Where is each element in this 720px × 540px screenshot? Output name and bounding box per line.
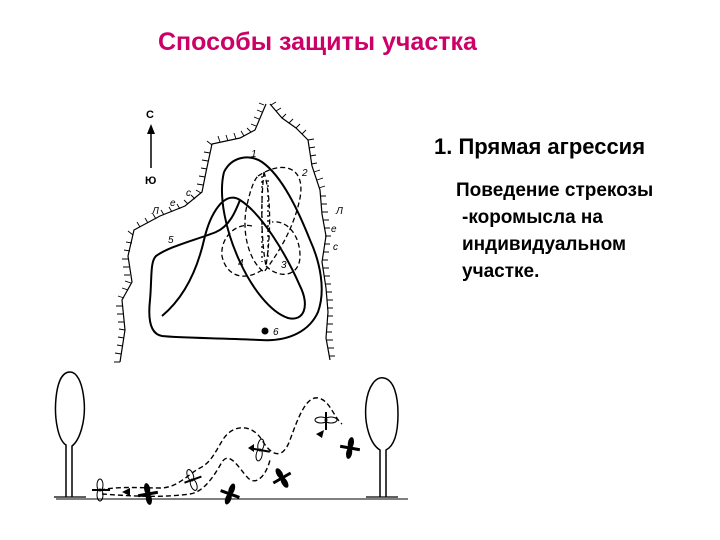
left-shoreline-hatching (114, 102, 265, 363)
shore-label: Л (151, 206, 159, 217)
description-line: индивидуальном (462, 234, 627, 255)
point-label: 2 (301, 168, 308, 179)
perch-point-icon (261, 327, 269, 335)
territory-map: С Ю Л е с Л е с (114, 101, 343, 363)
flight-loop-dashed (265, 221, 301, 275)
dragonfly-icon (92, 478, 110, 502)
description-line: -коромысла на (462, 207, 603, 228)
flight-trajectory-dashed (99, 397, 343, 491)
shore-label: е (331, 224, 337, 235)
dragonfly-icon (314, 412, 338, 430)
right-shoreline (269, 103, 331, 361)
dragonfly-dark-icon (220, 483, 240, 505)
flight-side-view (54, 371, 408, 505)
dragonfly-dark-icon (272, 468, 292, 488)
trajectory-arrow-icon (316, 430, 324, 438)
slide-title: Способы защиты участка (158, 28, 477, 56)
flight-loop-dashed (221, 224, 263, 277)
left-shoreline (119, 103, 267, 363)
compass: С Ю (145, 109, 156, 187)
dragonfly-dark-icon (339, 437, 361, 459)
right-shoreline-hatching (270, 101, 335, 357)
point-label: 5 (168, 235, 174, 246)
dragonfly-dark-icon (137, 483, 159, 505)
flight-loop-dashed (244, 166, 302, 273)
tree-right-icon (364, 377, 399, 498)
compass-south-label: Ю (145, 175, 156, 187)
shore-label: с (333, 242, 338, 253)
compass-arrow-icon (147, 124, 155, 134)
trajectory-arrow-icon (122, 488, 130, 496)
point-label: 1 (251, 149, 257, 160)
shore-label: Л (335, 206, 343, 217)
tree-left-icon (54, 371, 86, 498)
flight-loop-dashed (261, 171, 271, 267)
territory-boundary-path (148, 156, 323, 342)
description-text: Поведение стрекозы -коромысла на индивид… (456, 177, 714, 285)
point-label: 4 (238, 258, 244, 269)
dragonfly-icon (251, 438, 271, 462)
compass-north-label: С (146, 109, 154, 121)
section-heading: 1. Прямая агрессия (434, 134, 646, 159)
description-line: участке. (462, 261, 540, 282)
flight-trajectory-dashed (101, 457, 271, 498)
shore-label: е (170, 198, 176, 209)
dragonfly-icon (184, 469, 202, 491)
point-label: 6 (273, 327, 279, 338)
flight-loop-dashed (261, 176, 269, 262)
flight-loop-solid (161, 171, 306, 320)
trajectory-arrow-icon (248, 444, 254, 452)
shore-label: с (186, 188, 191, 199)
description-line: Поведение стрекозы (456, 180, 654, 201)
point-label: 3 (281, 260, 287, 271)
